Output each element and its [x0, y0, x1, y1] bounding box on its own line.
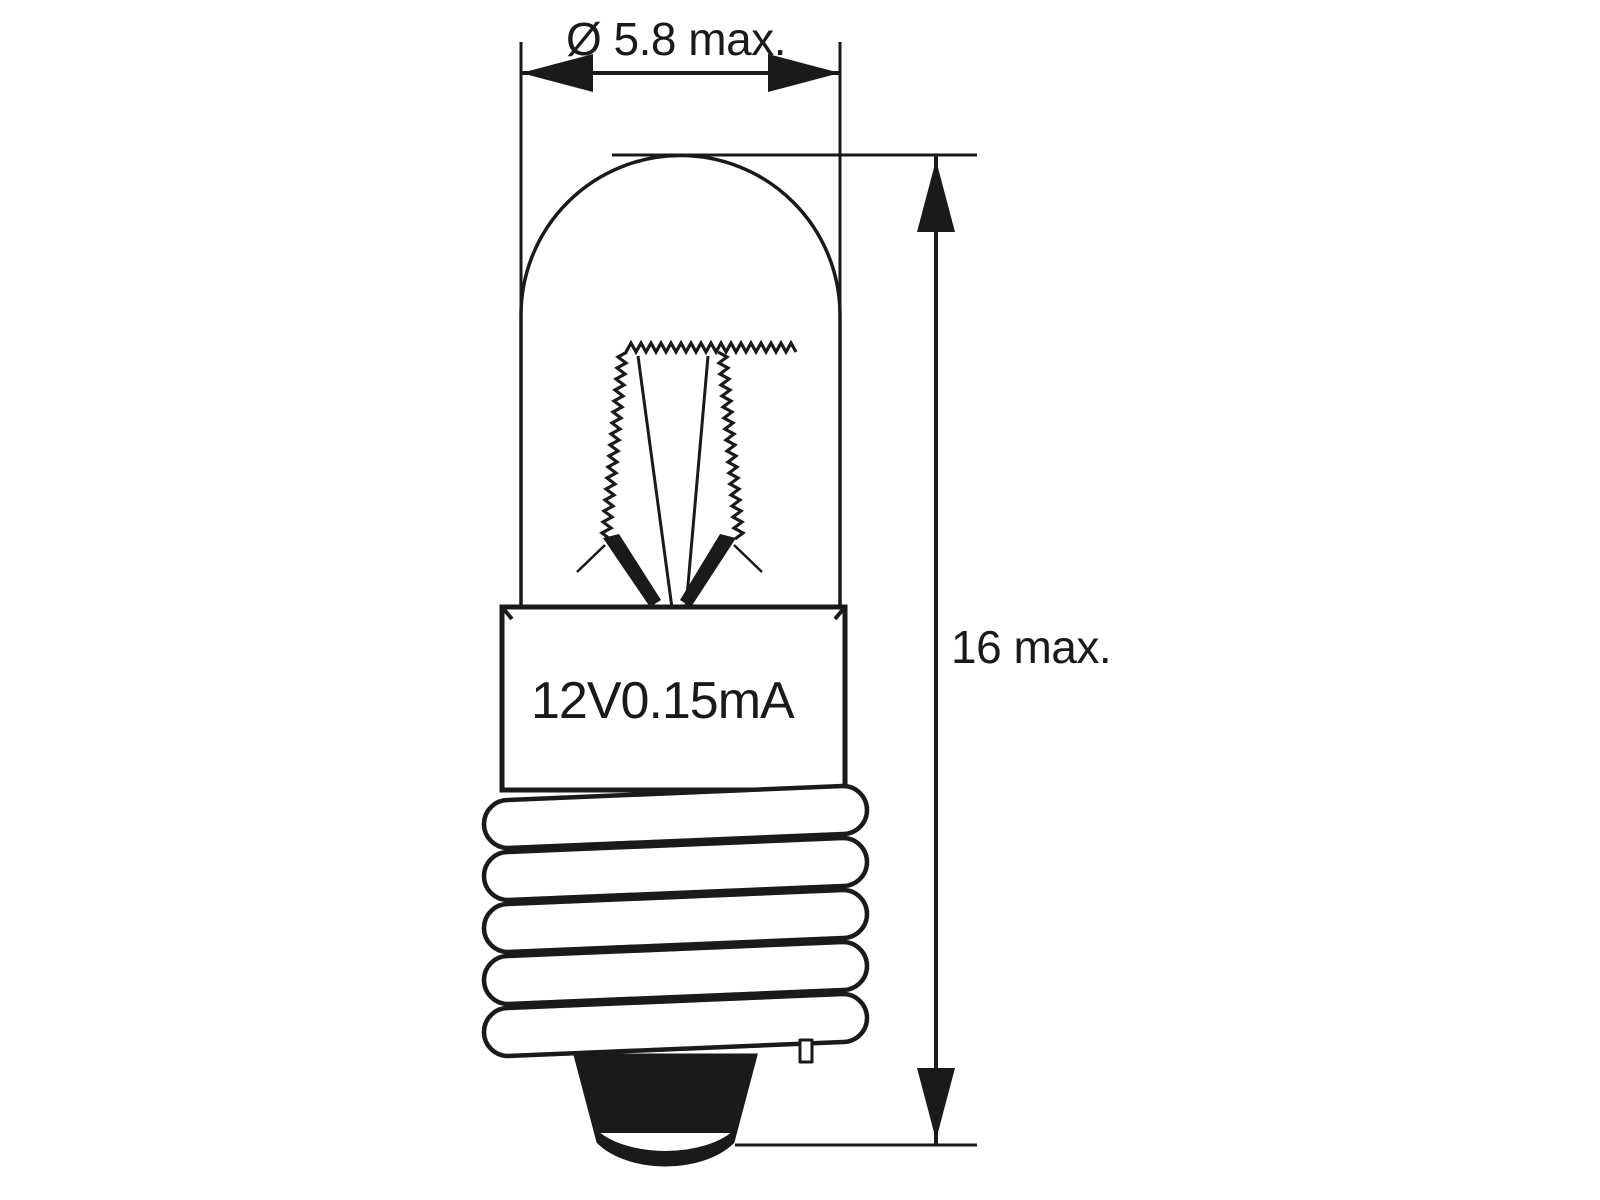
thread-lobe-2: [481, 835, 870, 903]
coiled-filament-left-leg: [599, 350, 629, 541]
support-post-right: [680, 534, 736, 607]
support-post-left: [603, 534, 661, 607]
glass-envelope-outline: [519, 153, 842, 610]
bottom-contact: [573, 1053, 758, 1167]
lead-wire-inner-left: [636, 355, 674, 609]
bottom-contact-rim: [597, 1131, 734, 1154]
base-marking-text: 12V0.15mA: [531, 672, 795, 730]
height-arrow-bottom: [917, 1068, 955, 1140]
height-arrow-top: [917, 160, 955, 232]
diameter-arrow-left: [521, 54, 593, 92]
thread-lobe-3: [481, 887, 870, 955]
height-dimension-label: 16 max.: [951, 621, 1112, 673]
thread-lobe-4: [481, 939, 870, 1007]
screw-thread-e10: [481, 783, 870, 1064]
coiled-filament-right-leg: [716, 350, 746, 541]
diameter-arrow-right: [768, 54, 840, 92]
coiled-filament-top: [624, 339, 798, 356]
support-whisker-left: [576, 544, 606, 573]
diameter-dimension: [521, 54, 840, 92]
thread-end-ledge: [798, 1038, 814, 1064]
collar-notch-left: [500, 605, 514, 621]
height-dimension: [917, 155, 955, 1145]
thread-lobe-5: [481, 991, 870, 1059]
collar-notch-right: [833, 605, 847, 621]
filament-assembly: [576, 339, 798, 609]
diameter-dimension-label: Ø 5.8 max.: [566, 13, 786, 65]
thread-lobe-1: [481, 783, 870, 851]
lead-wire-inner-right: [684, 355, 710, 609]
support-whisker-right: [733, 544, 763, 573]
glass-envelope: [519, 153, 842, 610]
